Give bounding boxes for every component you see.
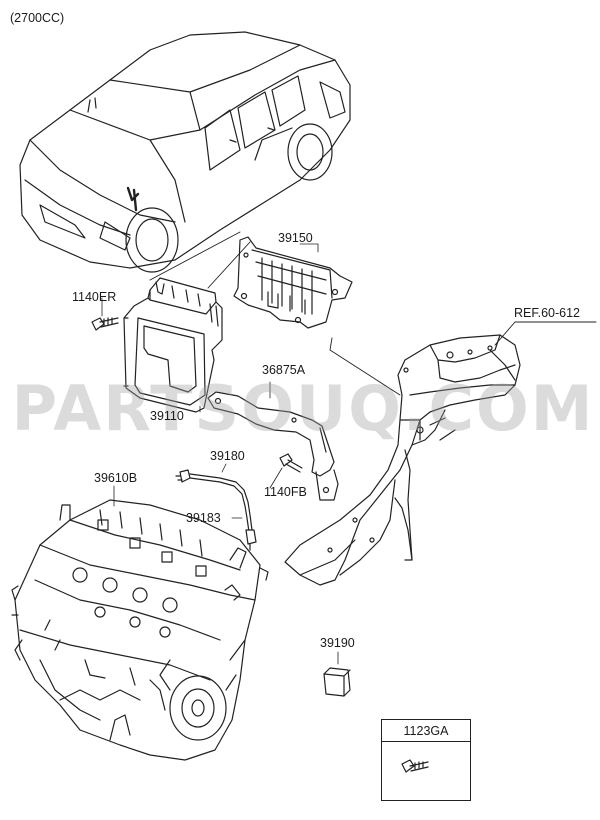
part-label-36875A[interactable]: 36875A: [262, 363, 306, 377]
body-member-ref-60-612: [284, 334, 521, 586]
part-label-39180[interactable]: 39180: [210, 449, 245, 463]
bolt-1123GA-drawing: [401, 759, 429, 773]
bracket-36875A: [207, 391, 339, 501]
bolt-1123GA-box: 1123GA: [381, 719, 471, 801]
part-label-1123GA[interactable]: 1123GA: [382, 720, 470, 742]
part-label-39610B[interactable]: 39610B: [94, 471, 138, 485]
part-label-39190[interactable]: 39190: [320, 636, 355, 650]
vehicle-illustration: [19, 31, 351, 273]
ref-label[interactable]: REF.60-612: [514, 306, 581, 320]
sensor-harness-39180: [175, 469, 257, 551]
part-label-39150[interactable]: 39150: [278, 231, 313, 245]
relay-39190: [323, 667, 351, 697]
part-label-1140FB[interactable]: 1140FB: [264, 485, 307, 499]
ecu-bracket-39150: [233, 236, 353, 329]
part-label-1140ER[interactable]: 1140ER: [72, 290, 117, 304]
bolt-1140ER: [91, 317, 119, 331]
part-label-39110[interactable]: 39110: [150, 409, 184, 423]
ecu-module-39110: [123, 277, 223, 413]
engine-assembly: [11, 499, 269, 761]
part-label-39183[interactable]: 39183: [186, 511, 221, 525]
engine-variant-label: (2700CC): [10, 11, 65, 25]
bolt-1140FB: [279, 453, 303, 473]
